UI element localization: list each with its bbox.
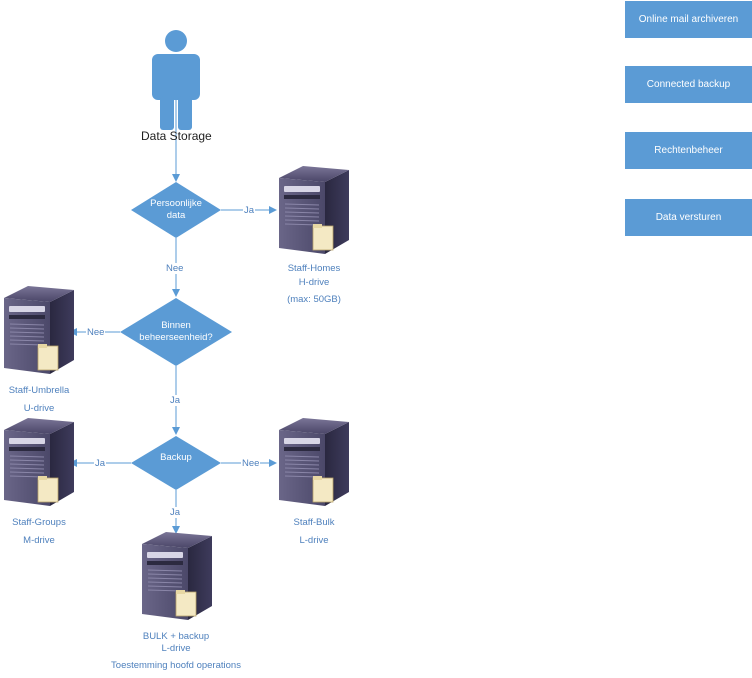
edge-label-nee-umbrella: Nee [86,327,106,338]
root-label: Data Storage [141,129,212,143]
server-name-staff-bulk: Staff-Bulk [293,517,335,528]
server-icon-staff-umbrella [3,285,75,375]
server-drive-staff-groups: M-drive [23,535,55,546]
edge-label-ja-bulk-backup: Ja [169,507,182,518]
edge-label-ja-groups: Ja [94,458,107,469]
rights-management-button[interactable]: Rechtenbeheer [625,132,752,169]
server-drive-bulk-backup: L-drive [161,643,191,654]
server-icon-staff-bulk [278,417,350,507]
decision-backup-label: Backup [160,452,192,463]
server-icon-staff-groups [3,417,75,507]
edge-label-ja-backup: Ja [169,395,182,406]
server-name-staff-groups: Staff-Groups [12,517,66,528]
server-icon-staff-homes [278,165,350,255]
server-drive-staff-homes: H-drive [298,277,330,288]
server-name-bulk-backup: BULK + backup [142,631,210,642]
edge-label-ja-homes: Ja [243,205,256,216]
person-icon [152,30,200,130]
server-drive-staff-bulk: L-drive [299,535,329,546]
server-name-staff-homes: Staff-Homes [287,263,341,274]
decision-within-unit [120,298,232,366]
connected-backup-button[interactable]: Connected backup [625,66,752,103]
send-data-button[interactable]: Data versturen [625,199,752,236]
decision-backup [131,436,221,490]
decision-personal-data [131,182,221,238]
server-note-staff-homes: (max: 50GB) [287,294,341,305]
server-icon-bulk-backup [141,531,213,621]
server-drive-staff-umbrella: U-drive [23,403,55,414]
server-note-bulk-backup: Toestemming hoofd operations [111,660,241,671]
edge-label-nee-unit: Nee [165,263,185,274]
online-mail-archive-button[interactable]: Online mail archiveren [625,1,752,38]
server-name-staff-umbrella: Staff-Umbrella [8,385,70,396]
edge-label-nee-bulk: Nee [241,458,261,469]
